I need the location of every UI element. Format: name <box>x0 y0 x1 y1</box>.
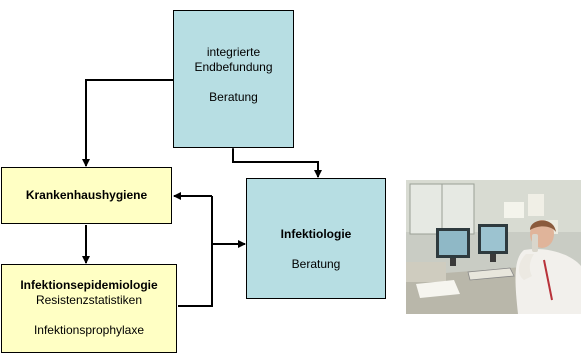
box-infektionsepidemiologie: Infektionsepidemiologie Resistenzstatist… <box>1 264 177 353</box>
connector-befund-to-hygiene <box>82 79 173 167</box>
laboratory-workstation-photo <box>406 180 581 314</box>
box-infektiologie: Infektiologie Beratung <box>246 178 386 299</box>
photo-illustration <box>406 180 581 314</box>
connector-befund-infektiologie <box>229 142 322 178</box>
box-integrierte-endbefundung: integrierte Endbefundung Beratung <box>173 10 294 148</box>
epidemiologie-title: Infektionsepidemiologie <box>20 278 158 292</box>
epidemiologie-line-3: Infektionsprophylaxe <box>33 323 145 337</box>
befund-line-1: integrierte <box>206 45 261 59</box>
hygiene-title: Krankenhaushygiene <box>25 188 148 202</box>
infektiologie-line-2: Beratung <box>291 257 341 271</box>
epidemiologie-line-2: Resistenzstatistiken <box>35 293 143 307</box>
box-krankenhaushygiene: Krankenhaushygiene <box>1 167 172 224</box>
infektiologie-title: Infektiologie <box>280 227 352 241</box>
befund-line-3: Beratung <box>209 90 258 104</box>
connector-epidemiologie-bus <box>178 196 213 307</box>
befund-line-2: Endbefundung <box>194 60 273 74</box>
